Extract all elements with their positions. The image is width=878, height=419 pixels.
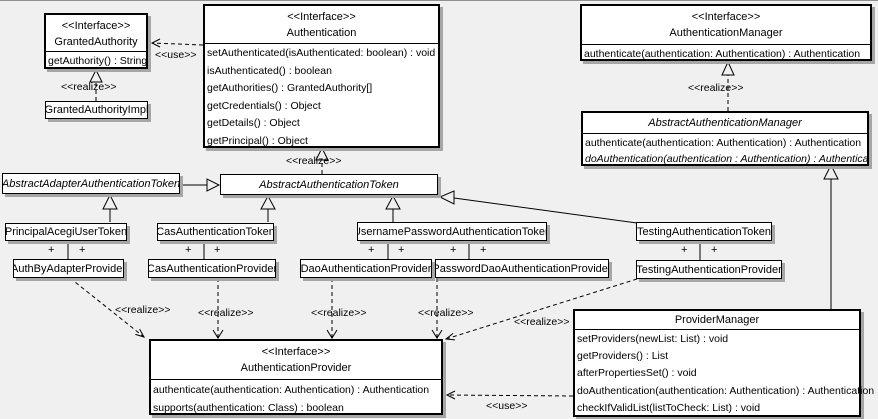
edge-realize-daoprovider bbox=[326, 278, 338, 339]
class-box-abstract-authentication-manager[interactable]: AbstractAuthenticationManager authentica… bbox=[581, 111, 869, 166]
method-label: authenticate(authentication: Authenticat… bbox=[585, 137, 862, 149]
class-name: CasAuthenticationToken bbox=[157, 226, 274, 238]
association-end-plus: + bbox=[214, 244, 221, 256]
class-name: AuthenticationProvider bbox=[240, 362, 352, 374]
class-box-authentication[interactable]: <<Interface>> Authentication setAuthenti… bbox=[203, 4, 440, 148]
association-end-plus: + bbox=[480, 244, 487, 256]
edge-use-providermanager-authenticationprovider bbox=[445, 390, 574, 400]
method-label: getProviders() : List bbox=[577, 350, 669, 363]
edge-use-authentication-grantedauthority bbox=[150, 38, 204, 48]
method-label: getAuthority() : String bbox=[48, 55, 148, 67]
class-name: AbstractAuthenticationToken bbox=[259, 178, 399, 191]
class-name: AbstractAuthenticationManager bbox=[648, 117, 802, 129]
edge-label-realize: <<realize>> bbox=[688, 82, 744, 94]
edge-generalization-cas-token bbox=[260, 194, 276, 222]
association-end-plus: + bbox=[79, 244, 86, 256]
edge-realize-casprovider bbox=[212, 278, 224, 339]
edge-generalization-adapter-token bbox=[180, 178, 221, 192]
class-name: AbstractAdapterAuthenticationToken bbox=[2, 177, 180, 190]
class-box-provider-manager[interactable]: ProviderManager setProviders(newList: Li… bbox=[573, 309, 875, 417]
method-label: authenticate(authentication: Authenticat… bbox=[584, 48, 861, 60]
class-box-username-password-authentication-token[interactable]: UsernamePasswordAuthenticationToken bbox=[357, 222, 547, 241]
class-name: AuthenticationManager bbox=[669, 27, 783, 39]
method-label: getAuthorities() : GrantedAuthority[] bbox=[207, 82, 373, 94]
method-label: checkIfValidList(listToCheck: List) : vo… bbox=[577, 401, 761, 414]
edge-generalization-provider-manager bbox=[823, 163, 839, 309]
class-name: GrantedAuthorityImpl bbox=[45, 104, 148, 116]
association-end-plus: + bbox=[450, 244, 457, 256]
stereotype-label: <<Interface>> bbox=[691, 11, 761, 23]
class-box-auth-by-adapter-provider[interactable]: AuthByAdapterProvider bbox=[13, 259, 124, 278]
class-name: PasswordDaoAuthenticationProvider bbox=[435, 262, 609, 275]
class-name: Authentication bbox=[286, 27, 357, 39]
association-end-plus: + bbox=[185, 244, 192, 256]
edge-label-realize: <<realize>> bbox=[418, 307, 474, 319]
class-name: AuthByAdapterProvider bbox=[13, 262, 124, 275]
edge-generalization-testing-token bbox=[438, 190, 638, 224]
class-box-granted-authority[interactable]: <<Interface>> GrantedAuthority getAuthor… bbox=[44, 13, 148, 69]
association-end-plus: + bbox=[681, 244, 688, 256]
method-label: setAuthenticated(isAuthenticated: boolea… bbox=[207, 47, 436, 59]
method-label: doAuthentication(authentication : Authen… bbox=[585, 153, 869, 165]
edge-label-realize: <<realize>> bbox=[61, 81, 117, 93]
edge-generalization-principal-token bbox=[102, 193, 118, 222]
edge-realize-passworddaoprovider bbox=[431, 278, 443, 339]
class-box-testing-authentication-provider[interactable]: TestingAuthenticationProvider bbox=[636, 260, 782, 279]
class-name: CasAuthenticationProvider bbox=[148, 262, 276, 275]
edge-label-use: <<use>> bbox=[155, 49, 197, 61]
class-box-authentication-provider[interactable]: <<Interface>> AuthenticationProvider aut… bbox=[149, 339, 443, 415]
class-box-cas-authentication-token[interactable]: CasAuthenticationToken bbox=[157, 223, 274, 241]
edge-realize-grantedauthorityimpl bbox=[89, 68, 103, 101]
method-label: supports(authentication: Class) : boolea… bbox=[153, 402, 344, 414]
edge-label-realize: <<realize>> bbox=[286, 155, 342, 167]
association-end-plus: + bbox=[398, 244, 405, 256]
stereotype-label: <<Interface>> bbox=[261, 346, 331, 358]
method-label: setProviders(newList: List) : void bbox=[577, 333, 729, 345]
edge-label-realize: <<realize>> bbox=[115, 304, 171, 316]
edge-realize-testingprovider bbox=[444, 278, 638, 341]
method-label: getCredentials() : Object bbox=[207, 99, 321, 112]
class-name: PrincipalAcegiUserToken bbox=[5, 226, 127, 238]
class-box-abstract-authentication-token[interactable]: AbstractAuthenticationToken bbox=[220, 174, 438, 195]
class-name: GrantedAuthority bbox=[54, 36, 138, 48]
edge-realize-abstracttoken bbox=[315, 146, 329, 174]
method-label: getPrincipal() : Object bbox=[207, 134, 308, 147]
edge-realize-authbyadapterprovider bbox=[69, 277, 146, 338]
method-label: authenticate(authentication: Authenticat… bbox=[153, 384, 430, 396]
association-end-plus: + bbox=[711, 244, 718, 256]
class-name: TestingAuthenticationProvider bbox=[636, 263, 782, 276]
stereotype-label: <<Interface>> bbox=[287, 11, 356, 23]
edge-realize-abstractmanager bbox=[721, 60, 735, 111]
association-end-plus: + bbox=[368, 244, 375, 256]
class-box-password-dao-authentication-provider[interactable]: PasswordDaoAuthenticationProvider bbox=[435, 259, 609, 278]
class-name: TestingAuthenticationToken bbox=[637, 225, 771, 238]
edge-generalization-usernamepassword-token bbox=[385, 194, 401, 222]
method-label: doAuthentication(authentication: Authent… bbox=[577, 384, 875, 397]
association-end-plus: + bbox=[48, 244, 55, 256]
edge-label-realize: <<realize>> bbox=[311, 307, 367, 319]
class-box-granted-authority-impl[interactable]: GrantedAuthorityImpl bbox=[45, 101, 148, 119]
class-box-authentication-manager[interactable]: <<Interface>> AuthenticationManager auth… bbox=[580, 4, 872, 61]
class-box-principal-acegi-user-token[interactable]: PrincipalAcegiUserToken bbox=[5, 223, 127, 241]
class-box-cas-authentication-provider[interactable]: CasAuthenticationProvider bbox=[148, 259, 276, 278]
method-label: isAuthenticated() : boolean bbox=[207, 64, 332, 77]
class-name: DaoAuthenticationProvider bbox=[300, 262, 432, 275]
class-box-abstract-adapter-authentication-token[interactable]: AbstractAdapterAuthenticationToken bbox=[2, 173, 180, 194]
stereotype-label: <<Interface>> bbox=[61, 20, 131, 32]
edge-label-realize: <<realize>> bbox=[198, 307, 254, 319]
method-label: getDetails() : Object bbox=[207, 117, 300, 129]
class-name: ProviderManager bbox=[674, 314, 760, 326]
class-name: UsernamePasswordAuthenticationToken bbox=[357, 225, 547, 238]
method-label: afterPropertiesSet() : void bbox=[577, 367, 697, 380]
edge-label-realize: <<realize>> bbox=[514, 316, 570, 328]
class-box-dao-authentication-provider[interactable]: DaoAuthenticationProvider bbox=[300, 259, 432, 278]
class-box-testing-authentication-token[interactable]: TestingAuthenticationToken bbox=[636, 222, 772, 241]
edge-label-use: <<use>> bbox=[486, 400, 528, 412]
